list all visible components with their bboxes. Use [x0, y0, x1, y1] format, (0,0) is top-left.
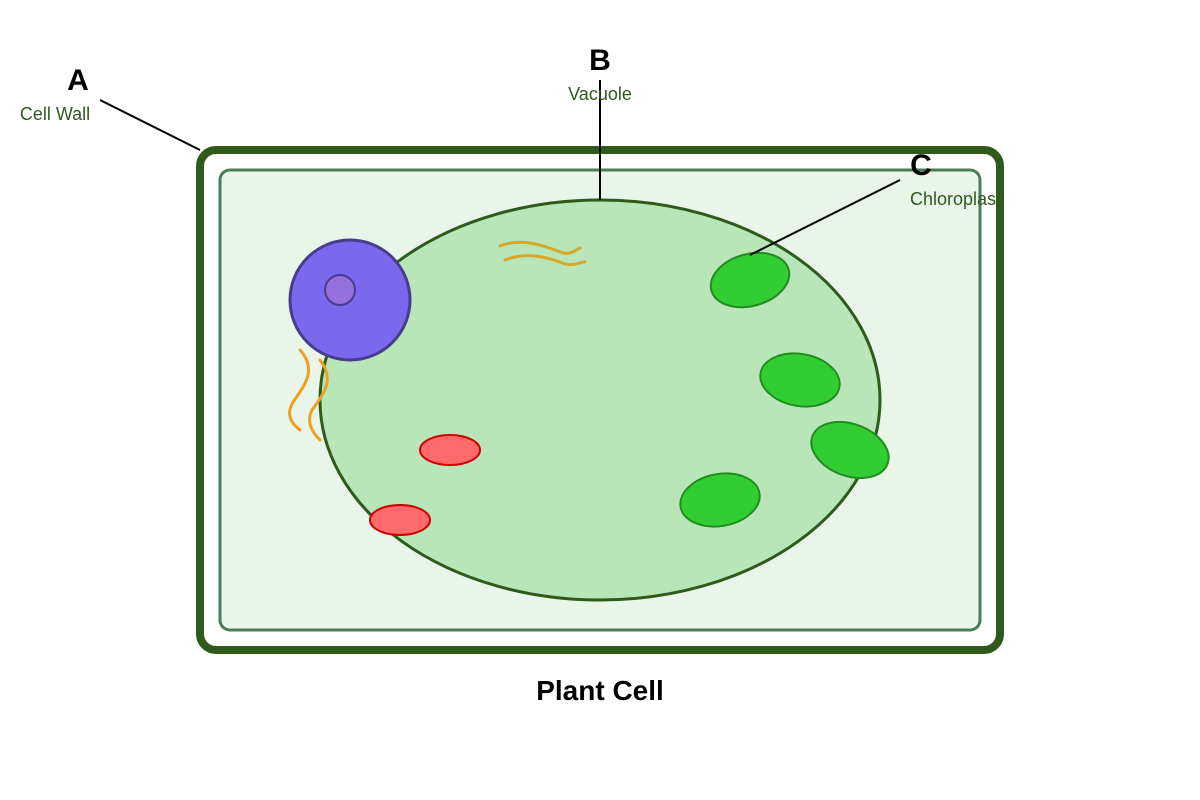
mitochondrion: [369, 504, 431, 536]
chloroplast: [709, 251, 791, 309]
diagram-title: Plant Cell: [536, 675, 664, 706]
label-c-letter: C: [910, 149, 932, 182]
endoplasmic-reticulum: [288, 348, 311, 432]
nucleolus: [324, 274, 356, 306]
golgi-apparatus: [498, 240, 582, 255]
label-b-name: Vacuole: [568, 84, 632, 104]
chloroplast: [759, 352, 841, 408]
mitochondrion: [419, 434, 481, 466]
endoplasmic-reticulum: [308, 358, 329, 442]
leader-line-a: [99, 99, 201, 151]
chloroplast: [810, 420, 890, 480]
leader-line-c: [749, 179, 901, 256]
chloroplast: [679, 472, 761, 528]
golgi-apparatus: [503, 254, 587, 267]
label-c-name: Chloroplas: [910, 189, 996, 209]
label-b-letter: B: [589, 44, 611, 77]
label-a-letter: A: [67, 64, 89, 97]
label-a-name: Cell Wall: [20, 104, 90, 124]
